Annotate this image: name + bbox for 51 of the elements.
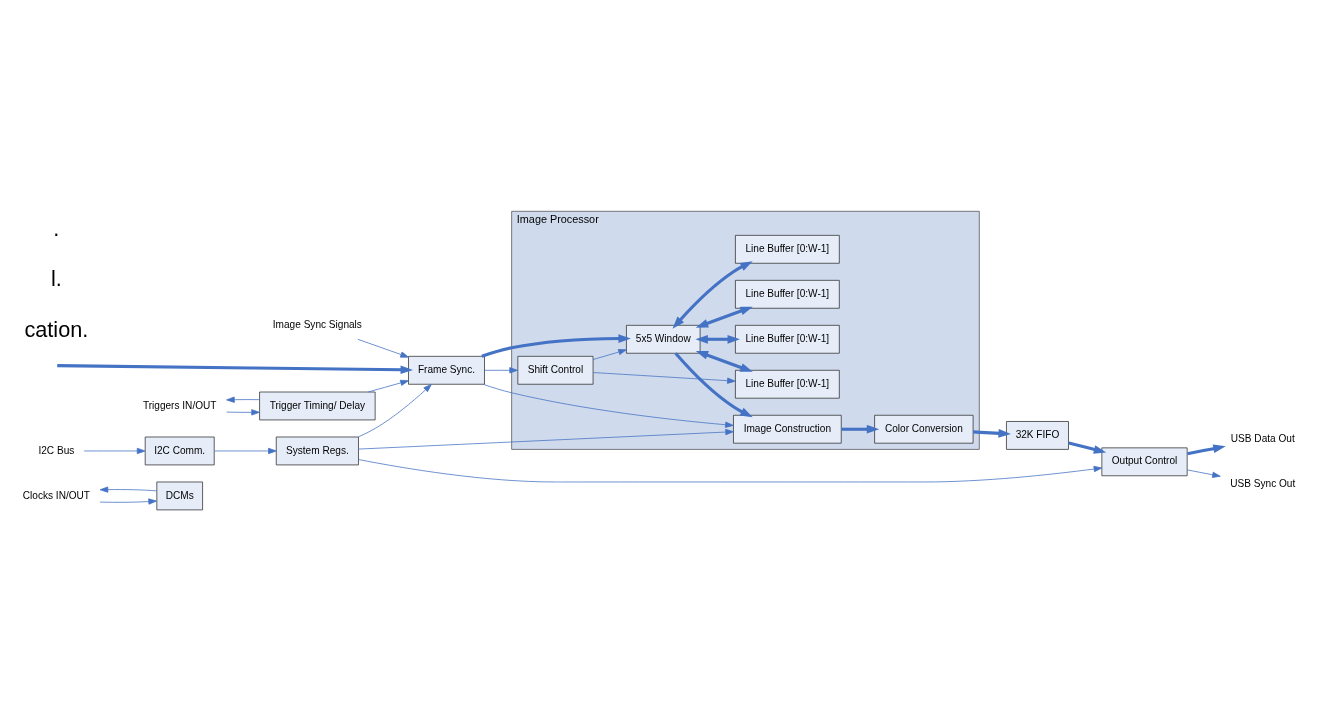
- label: cation.: [24, 316, 89, 342]
- arrow: [695, 306, 753, 328]
- arrow: [367, 379, 409, 392]
- arrow: [1187, 469, 1221, 478]
- node-box: DCMs: [156, 481, 203, 510]
- node-box: Output Control: [1101, 446, 1188, 476]
- arrow: [592, 348, 627, 360]
- arrow: [674, 351, 753, 417]
- label: l.: [50, 265, 62, 291]
- node-box: Line Buffer [0:W-1]: [735, 234, 840, 264]
- node-text: Triggers IN/OUT: [142, 399, 217, 411]
- arrow: [214, 447, 277, 454]
- arrow: [99, 497, 157, 505]
- node-box: Shift Control: [517, 355, 594, 385]
- arrow: [841, 424, 880, 434]
- arrow: [672, 260, 753, 329]
- node-box: System Regs.: [275, 436, 359, 465]
- arrow: [226, 396, 260, 403]
- node-box: Color Conversion: [874, 414, 974, 444]
- arrow: [226, 408, 260, 415]
- arrow: [358, 383, 432, 437]
- arrow: [57, 363, 413, 374]
- arrow: [973, 428, 1011, 438]
- node-box: Frame Sync.: [408, 355, 485, 385]
- node-box: I2C Comm.: [144, 436, 215, 465]
- node-box: Image Construction: [733, 414, 842, 444]
- arrow: [482, 383, 734, 428]
- arrow: [695, 350, 753, 372]
- node-text: Image Sync Signals: [272, 318, 362, 330]
- node-text: I2C Bus: [38, 444, 75, 456]
- node-text: USB Data Out: [1230, 432, 1295, 444]
- node-text: Clocks IN/OUT: [22, 489, 90, 501]
- arrow: [358, 428, 734, 449]
- arrow: [1187, 443, 1226, 455]
- node-box: 5x5 Window: [626, 324, 701, 354]
- arrow: [358, 458, 1103, 482]
- arrow: [484, 366, 518, 373]
- arrow: [99, 486, 157, 493]
- arrow: [592, 371, 736, 384]
- arrow: [1068, 441, 1107, 454]
- node-text: USB Sync Out: [1230, 477, 1296, 489]
- node-box: Line Buffer [0:W-1]: [735, 369, 840, 399]
- node-box: Trigger Timing/ Delay: [259, 391, 376, 420]
- node-box: 32K FIFO: [1006, 420, 1069, 450]
- node-box: Line Buffer [0:W-1]: [735, 324, 840, 354]
- node-box: Line Buffer [0:W-1]: [735, 279, 840, 309]
- arrow: [83, 447, 146, 454]
- label: .: [53, 215, 60, 241]
- arrow: [481, 333, 631, 358]
- arrow: [695, 334, 740, 344]
- arrow: [357, 338, 409, 358]
